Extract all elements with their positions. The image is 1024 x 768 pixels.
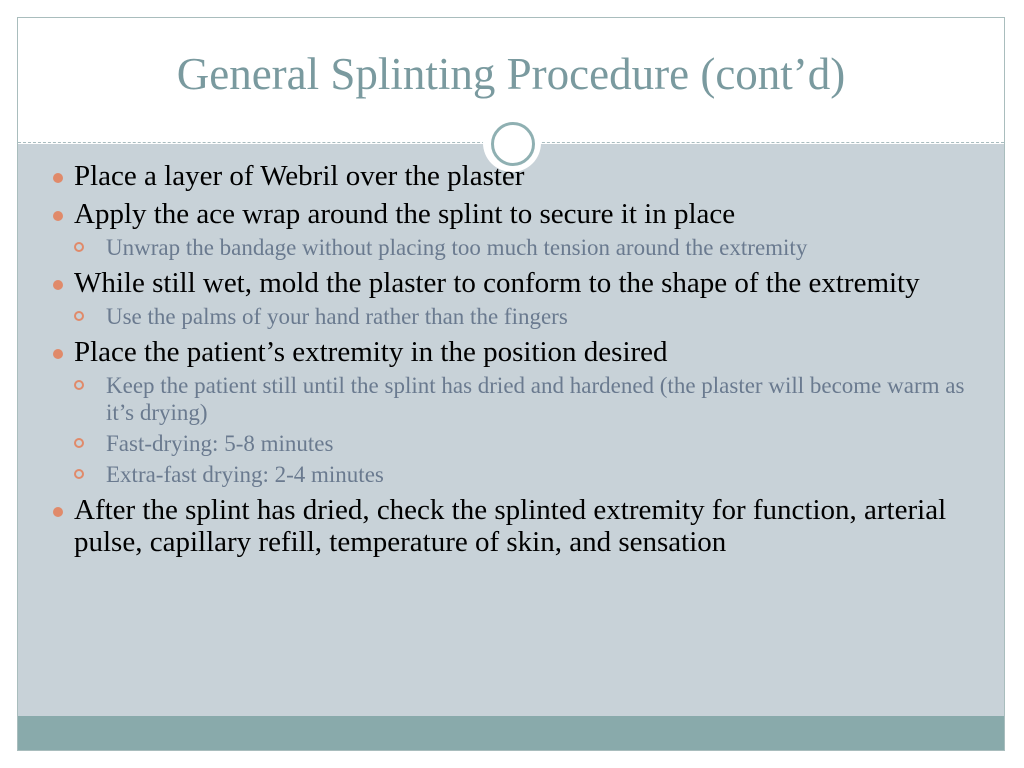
bullet-dot-icon [53, 507, 63, 517]
sub-bullet-item: Keep the patient still until the splint … [74, 372, 980, 426]
decorative-circle-icon [483, 114, 541, 172]
sub-bullet-ring-icon [74, 380, 84, 390]
bullet-list: Place a layer of Webril over the plaster… [40, 160, 980, 564]
sub-bullet-text: Fast-drying: 5-8 minutes [106, 431, 334, 456]
bullet-text: Place a layer of Webril over the plaster [74, 160, 525, 192]
sub-bullet-item: Extra-fast drying: 2-4 minutes [74, 461, 980, 488]
slide: General Splinting Procedure (cont’d) [17, 17, 1005, 751]
sub-bullet-item: Use the palms of your hand rather than t… [74, 303, 980, 330]
sub-bullet-list: Use the palms of your hand rather than t… [74, 303, 980, 330]
bullet-text: While still wet, mold the plaster to con… [74, 267, 920, 299]
bullet-dot-icon [53, 211, 63, 221]
sub-bullet-ring-icon [74, 438, 84, 448]
bullet-text: Apply the ace wrap around the splint to … [74, 198, 736, 230]
bullet-text: Place the patient’s extremity in the pos… [74, 336, 668, 368]
bullet-item: After the splint has dried, check the sp… [40, 494, 980, 558]
sub-bullet-text: Use the palms of your hand rather than t… [106, 304, 568, 329]
sub-bullet-list: Unwrap the bandage without placing too m… [74, 234, 980, 261]
bullet-text: After the splint has dried, check the sp… [74, 494, 947, 558]
bullet-item: Place a layer of Webril over the plaster [40, 160, 980, 192]
circle-ring [491, 122, 535, 166]
bullet-dot-icon [53, 280, 63, 290]
content-area [18, 144, 1004, 716]
footer-band [18, 716, 1004, 750]
bullet-item: While still wet, mold the plaster to con… [40, 267, 980, 330]
sub-bullet-ring-icon [74, 242, 84, 252]
sub-bullet-ring-icon [74, 469, 84, 479]
sub-bullet-text: Extra-fast drying: 2-4 minutes [106, 462, 384, 487]
sub-bullet-item: Unwrap the bandage without placing too m… [74, 234, 980, 261]
bullet-item: Apply the ace wrap around the splint to … [40, 198, 980, 261]
bullet-dot-icon [53, 173, 63, 183]
bullet-dot-icon [53, 349, 63, 359]
sub-bullet-list: Keep the patient still until the splint … [74, 372, 980, 488]
sub-bullet-ring-icon [74, 311, 84, 321]
bullet-item: Place the patient’s extremity in the pos… [40, 336, 980, 488]
sub-bullet-text: Keep the patient still until the splint … [106, 373, 965, 425]
slide-title: General Splinting Procedure (cont’d) [176, 49, 846, 99]
sub-bullet-item: Fast-drying: 5-8 minutes [74, 430, 980, 457]
sub-bullet-text: Unwrap the bandage without placing too m… [106, 235, 808, 260]
